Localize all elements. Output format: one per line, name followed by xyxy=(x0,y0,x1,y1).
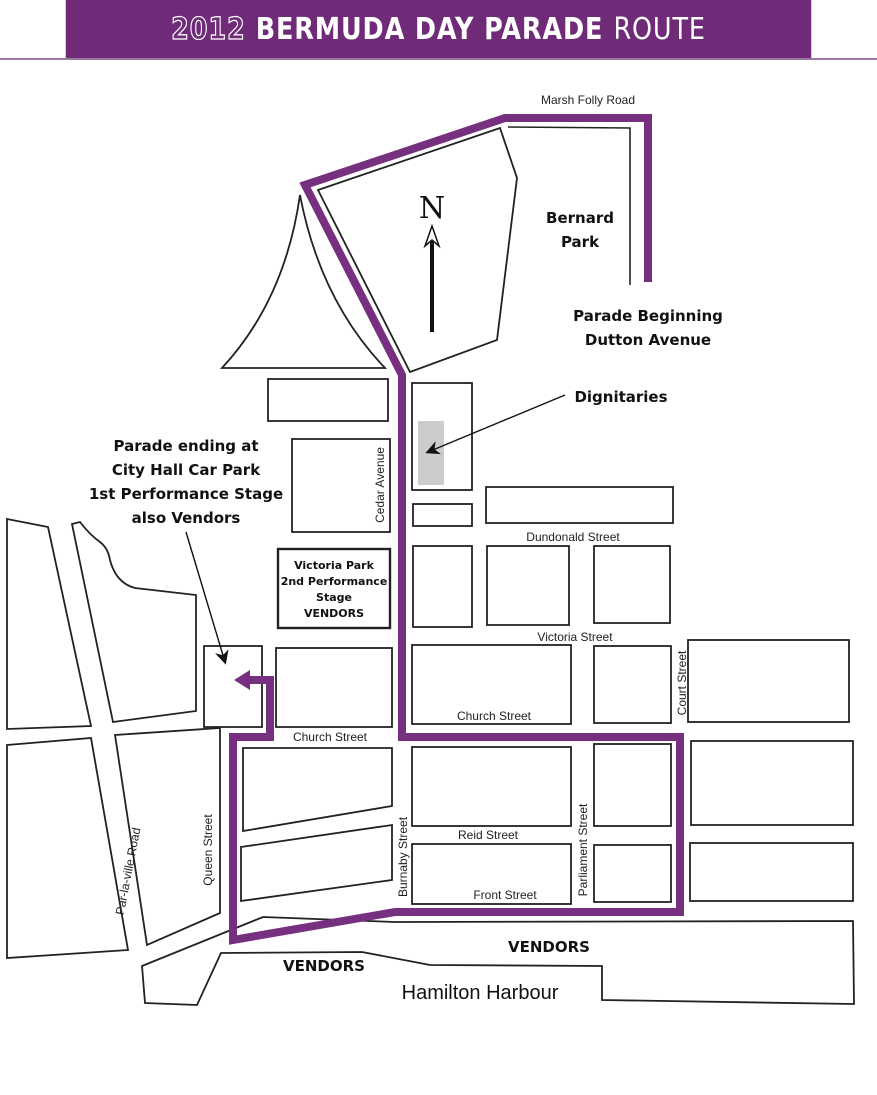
title-main: BERMUDA DAY PARADE xyxy=(255,11,604,47)
bernard-park-label-1: Bernard xyxy=(546,209,614,227)
block xyxy=(240,823,393,903)
parade-ending-label-2: City Hall Car Park xyxy=(112,461,261,479)
church-street-west-label: Church Street xyxy=(293,730,368,744)
block xyxy=(687,639,850,723)
parade-beginning-label-1: Parade Beginning xyxy=(573,307,723,325)
compass-label: N xyxy=(419,191,445,226)
vendors-east-label: VENDORS xyxy=(508,938,590,956)
title-year: 2012 xyxy=(171,11,246,47)
front-street-label: Front Street xyxy=(473,888,537,902)
dundonald-street-label: Dundonald Street xyxy=(526,530,620,544)
block xyxy=(412,503,473,527)
burnaby-street-label: Burnaby Street xyxy=(396,816,410,897)
victoria-park-label-2: 2nd Performance xyxy=(281,575,388,588)
triangle-park xyxy=(219,194,388,369)
city-hall-car-park xyxy=(203,645,263,728)
block xyxy=(593,545,671,624)
queen-street-label: Queen Street xyxy=(201,814,215,886)
dignitaries-arrow-icon xyxy=(425,394,566,455)
victoria-street-label: Victoria Street xyxy=(537,630,613,644)
parade-beginning-label-2: Dutton Avenue xyxy=(585,331,711,349)
west-block-2 xyxy=(70,520,197,724)
dignitaries-label: Dignitaries xyxy=(574,388,667,406)
court-street-label: Court Street xyxy=(675,650,689,715)
title-banner: 2012 BERMUDA DAY PARADE ROUTE xyxy=(65,0,812,58)
block xyxy=(690,740,854,826)
block xyxy=(267,378,389,422)
parade-ending-label-1: Parade ending at xyxy=(113,437,258,455)
block xyxy=(291,438,391,533)
block xyxy=(593,844,672,903)
block xyxy=(242,747,393,833)
reid-street-label: Reid Street xyxy=(458,828,519,842)
queen-street-block xyxy=(113,727,221,947)
victoria-park-label-3: Stage xyxy=(316,591,352,604)
block xyxy=(412,545,473,628)
parade-ending-label-4: also Vendors xyxy=(132,509,241,527)
church-street-east-label: Church Street xyxy=(457,709,532,723)
west-block-3 xyxy=(6,737,130,959)
west-block-1 xyxy=(6,517,93,730)
vendors-west-label: VENDORS xyxy=(283,957,365,975)
block xyxy=(411,644,572,725)
dignitaries-area xyxy=(418,421,444,485)
block xyxy=(486,545,570,626)
bernard-park-label-2: Park xyxy=(561,233,600,251)
block xyxy=(593,645,672,724)
parade-ending-label-3: 1st Performance Stage xyxy=(89,485,283,503)
bernard-park xyxy=(316,126,518,374)
marsh-folly-road-label: Marsh Folly Road xyxy=(541,93,635,107)
parade-route xyxy=(229,114,684,945)
hamilton-harbour-label: Hamilton Harbour xyxy=(402,982,559,1004)
block xyxy=(593,743,672,827)
block xyxy=(689,842,854,902)
victoria-park-label-4: VENDORS xyxy=(304,607,364,620)
harbour-wharf xyxy=(141,916,855,1006)
block xyxy=(485,486,674,524)
block xyxy=(275,647,393,728)
block xyxy=(411,843,572,905)
title-route: ROUTE xyxy=(613,11,706,47)
parade-ending-arrow-icon xyxy=(185,531,229,665)
cedar-avenue-label: Cedar Avenue xyxy=(373,447,387,523)
route-end-arrow-icon xyxy=(234,670,250,690)
victoria-park-label-1: Victoria Park xyxy=(294,559,374,572)
parliament-street-label: Parliament Street xyxy=(576,803,590,896)
block xyxy=(411,746,572,827)
victoria-park-block xyxy=(276,547,392,630)
